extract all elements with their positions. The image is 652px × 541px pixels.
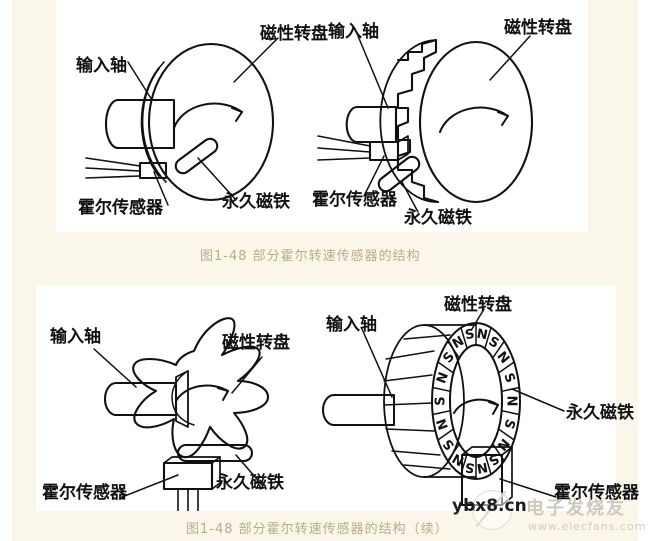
fig-bottom-left-label-permanent-magnet: 永久磁铁 <box>216 473 284 493</box>
magnet-pole-letter: S <box>500 371 517 385</box>
figure-caption-top: 图1-48 部分霍尔转速传感器的结构 <box>200 249 421 264</box>
watermark-group: ybx8.cn 电子发烧友 www.elecfans.com <box>452 488 652 538</box>
magnet-pole-letter: N <box>475 327 488 344</box>
fig-bottom-left-label-input-shaft: 输入轴 <box>50 327 101 347</box>
magnet-pole-letter: N <box>434 370 452 385</box>
fig-top-left-label-magnetic-disc: 磁性转盘 <box>260 24 328 44</box>
watermark-site-text: ybx8.cn <box>452 496 527 516</box>
fig-top-right-label-hall-sensor: 霍尔传感器 <box>312 190 397 210</box>
watermark-brand-text: 电子发烧友 <box>526 498 626 519</box>
fig-bottom-left-label-magnetic-disc: 磁性转盘 <box>222 333 290 353</box>
figure-panel-top: 磁性转盘 输入轴 霍尔传感器 永久磁铁 <box>56 0 588 232</box>
magnet-pole-letter: S <box>464 327 476 343</box>
figure-caption-bottom: 图1-48 部分霍尔转速传感器的结构（续） <box>186 522 449 537</box>
magnet-pole-ring <box>432 323 520 479</box>
magnet-pole-letter: S <box>500 417 517 431</box>
fig-top-left-drawing <box>85 37 279 206</box>
magnet-pole-letter: N <box>475 459 488 476</box>
fig-bottom-right-label-hall-sensor: 霍尔传感器 <box>554 483 639 503</box>
fig-top-left-label-input-shaft: 输入轴 <box>76 56 127 76</box>
fig-bottom-right-label-magnetic-disc: 磁性转盘 <box>444 295 512 315</box>
fig-bottom-right-label-input-shaft: 输入轴 <box>326 315 377 335</box>
fig-bottom-right-label-permanent-magnet: 永久磁铁 <box>566 403 634 423</box>
fig-top-left-label-permanent-magnet: 永久磁铁 <box>222 192 290 212</box>
watermark-url-text: www.elecfans.com <box>528 520 647 533</box>
fig-top-right-label-permanent-magnet: 永久磁铁 <box>404 208 472 228</box>
fig-bottom-left-label-hall-sensor: 霍尔传感器 <box>42 483 127 503</box>
magnet-pole-letter: N <box>434 416 452 431</box>
fig-top-left-label-hall-sensor: 霍尔传感器 <box>78 198 163 218</box>
page-background-right-edge <box>638 0 652 541</box>
fig-bottom-left-drawing <box>93 317 270 511</box>
magnet-pole-letter: S <box>434 396 449 405</box>
magnet-pole-letter: N <box>504 396 519 407</box>
figure-panel-bottom: 输入轴 磁性转盘 霍尔传感器 永久磁铁 <box>36 285 639 511</box>
fig-top-right-label-input-shaft: 输入轴 <box>328 22 379 42</box>
magnet-pole-letter: S <box>464 459 476 475</box>
fig-top-right-drawing <box>317 35 534 213</box>
fig-top-right-label-magnetic-disc: 磁性转盘 <box>504 18 572 38</box>
